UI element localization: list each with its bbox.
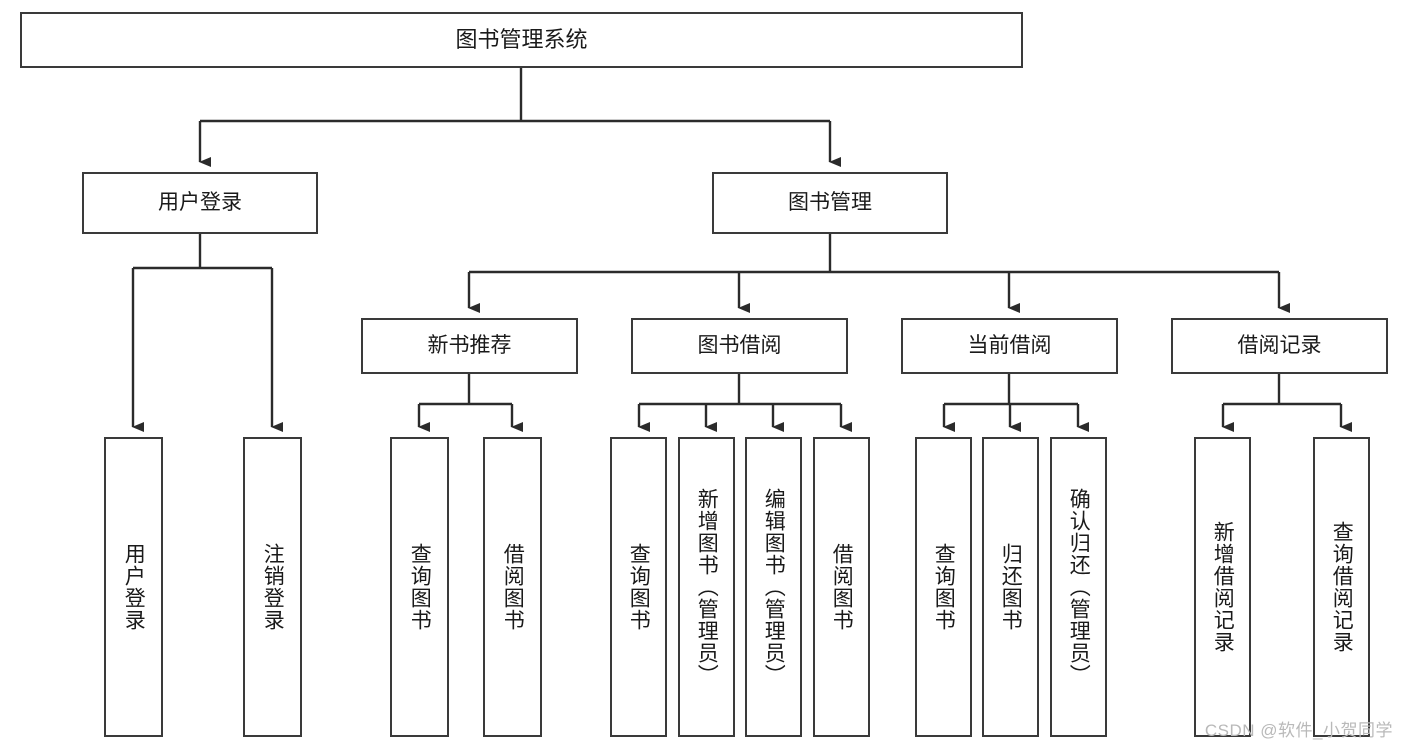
leaf-add-book-label: 新增图书（管理员） <box>695 488 719 686</box>
wire-group-user-login <box>131 234 283 432</box>
leaf-query-book-rec[interactable]: 查询图书 <box>390 437 449 737</box>
leaf-add-record-label: 新增借阅记录 <box>1211 521 1235 653</box>
node-borrow-record-label: 借阅记录 <box>1237 334 1322 358</box>
node-user-login[interactable]: 用户登录 <box>82 172 318 234</box>
node-new-book-rec[interactable]: 新书推荐 <box>361 318 578 374</box>
leaf-confirm-return[interactable]: 确认归还（管理员） <box>1050 437 1107 737</box>
node-current-borrow[interactable]: 当前借阅 <box>901 318 1118 374</box>
leaf-user-login-label: 用户登录 <box>122 543 146 631</box>
wire-group-current-borrow <box>942 374 1089 432</box>
leaf-return-book[interactable]: 归还图书 <box>982 437 1039 737</box>
leaf-edit-book-label: 编辑图书（管理员） <box>762 488 786 686</box>
leaf-query-book-cur[interactable]: 查询图书 <box>915 437 972 737</box>
node-borrow-record[interactable]: 借阅记录 <box>1171 318 1388 374</box>
node-current-borrow-label: 当前借阅 <box>967 334 1052 358</box>
node-user-login-label: 用户登录 <box>158 191 242 215</box>
leaf-borrow-book-bor[interactable]: 借阅图书 <box>813 437 870 737</box>
wire-group-book-manage <box>467 234 1290 313</box>
leaf-query-record[interactable]: 查询借阅记录 <box>1313 437 1370 737</box>
leaf-query-book-cur-label: 查询图书 <box>932 543 956 631</box>
leaf-borrow-book-rec[interactable]: 借阅图书 <box>483 437 542 737</box>
node-root[interactable]: 图书管理系统 <box>20 12 1023 68</box>
leaf-query-record-label: 查询借阅记录 <box>1330 521 1354 653</box>
wire-group-new-book-rec <box>417 374 523 432</box>
leaf-user-logout-label: 注销登录 <box>261 543 285 631</box>
node-book-borrow-label: 图书借阅 <box>697 334 782 358</box>
leaf-user-logout[interactable]: 注销登录 <box>243 437 302 737</box>
leaf-query-book-bor-label: 查询图书 <box>627 543 651 631</box>
leaf-confirm-return-label: 确认归还（管理员） <box>1067 488 1091 686</box>
leaf-query-book-rec-label: 查询图书 <box>408 543 432 631</box>
leaf-borrow-book-bor-label: 借阅图书 <box>830 543 854 631</box>
leaf-return-book-label: 归还图书 <box>999 543 1023 631</box>
wire-group-borrow-record <box>1221 374 1352 432</box>
node-book-borrow[interactable]: 图书借阅 <box>631 318 848 374</box>
leaf-add-book[interactable]: 新增图书（管理员） <box>678 437 735 737</box>
wire-group-root <box>198 68 841 167</box>
node-root-label: 图书管理系统 <box>455 26 588 52</box>
leaf-user-login[interactable]: 用户登录 <box>104 437 163 737</box>
leaf-edit-book[interactable]: 编辑图书（管理员） <box>745 437 802 737</box>
leaf-borrow-book-rec-label: 借阅图书 <box>501 543 525 631</box>
leaf-query-book-bor[interactable]: 查询图书 <box>610 437 667 737</box>
node-book-manage-label: 图书管理 <box>788 191 872 215</box>
node-new-book-rec-label: 新书推荐 <box>427 334 512 358</box>
wire-group-book-borrow <box>637 374 852 432</box>
leaf-add-record[interactable]: 新增借阅记录 <box>1194 437 1251 737</box>
csdn-watermark: CSDN @软件_小贺同学 <box>1204 721 1393 740</box>
node-book-manage[interactable]: 图书管理 <box>712 172 948 234</box>
